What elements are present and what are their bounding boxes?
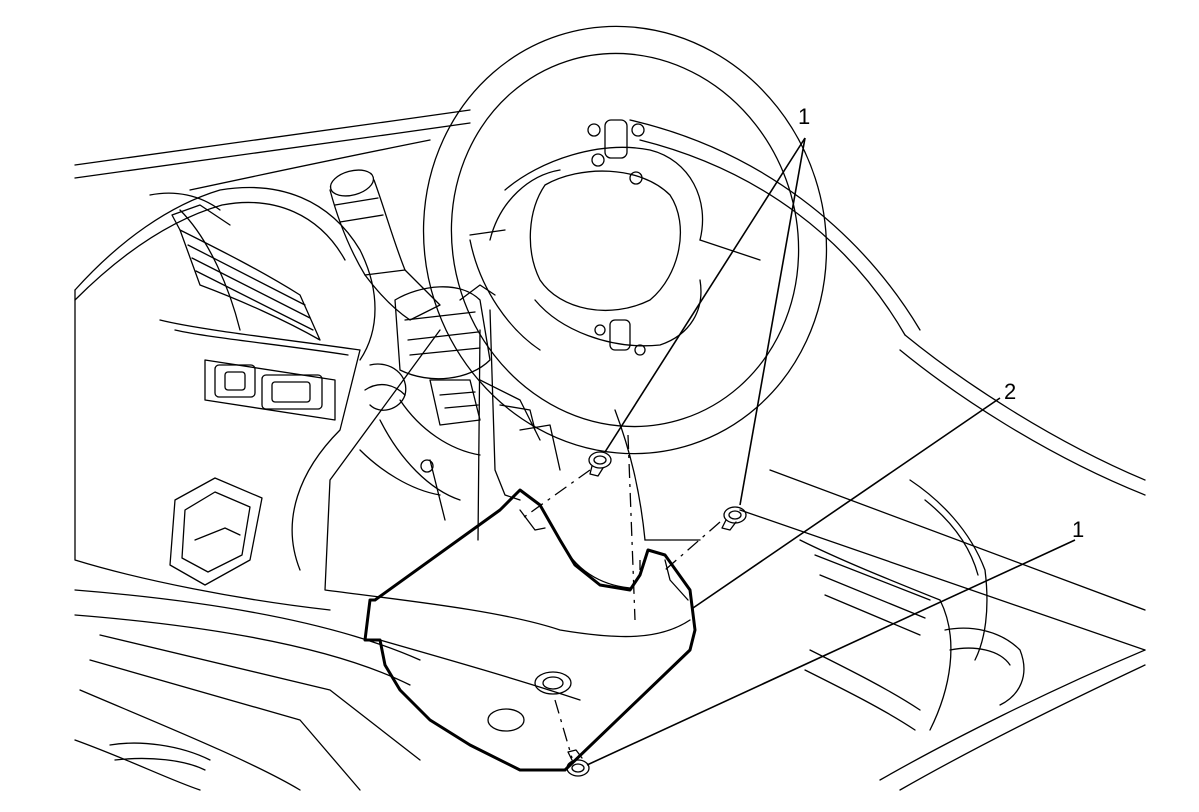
steering-column-lower-cover <box>324 309 701 772</box>
lower-switch <box>169 477 263 586</box>
callout-1-lower: 1 <box>1072 517 1084 542</box>
steering-column <box>359 284 561 521</box>
callout-1-upper: 1 <box>798 104 810 129</box>
screw-upper-right <box>721 506 747 531</box>
steering-switches <box>587 119 646 356</box>
screw-upper-left <box>588 451 612 477</box>
turn-signal-stalk <box>329 169 441 321</box>
instrument-panel <box>74 109 1146 791</box>
switch-panel <box>204 359 336 421</box>
center-console <box>799 479 1025 731</box>
screw-lower <box>566 749 590 777</box>
air-vent-left <box>171 204 321 341</box>
callout-2: 2 <box>1004 379 1016 404</box>
alignment-lines <box>519 434 721 759</box>
steering-wheel <box>422 25 828 455</box>
leader-lines <box>586 137 1076 766</box>
